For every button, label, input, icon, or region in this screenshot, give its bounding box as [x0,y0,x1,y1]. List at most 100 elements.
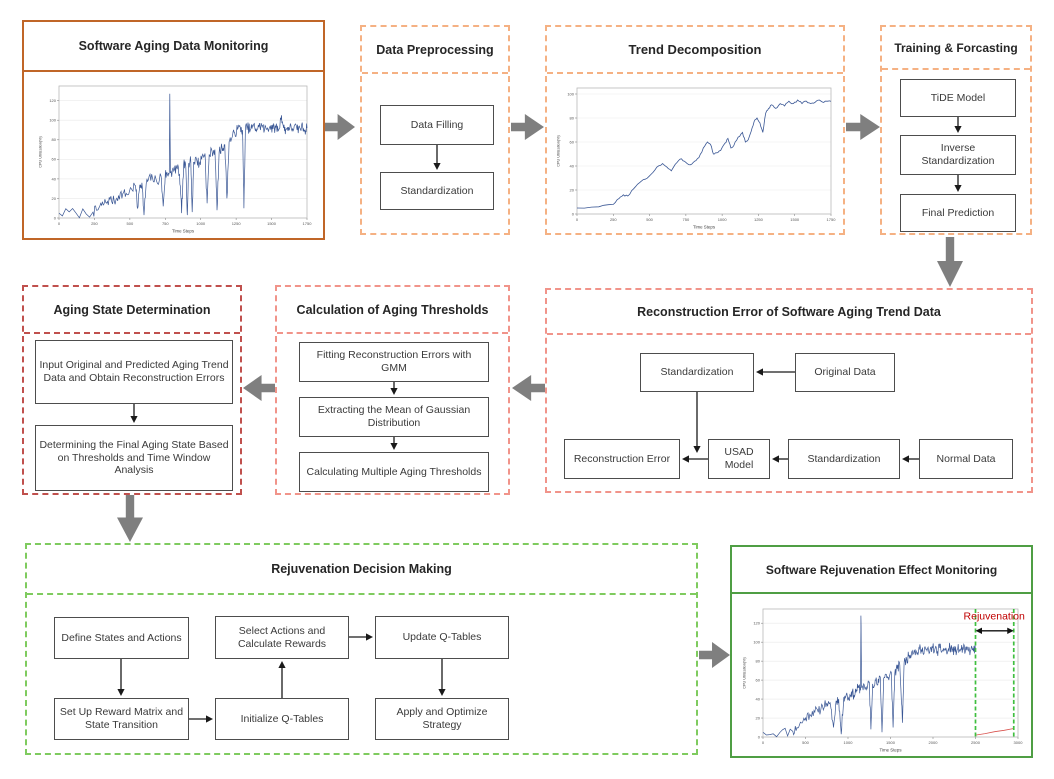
panel-data-preprocessing: Data Preprocessing Data Filling Standard… [360,25,510,235]
node-final-prediction: Final Prediction [900,194,1016,232]
panel-calculation-aging-thresholds: Calculation of Aging Thresholds Fitting … [275,285,510,495]
node-usad-model: USAD Model [708,439,770,479]
svg-text:Time Steps: Time Steps [172,229,195,234]
svg-text:1750: 1750 [303,221,313,226]
node-apply-optimize-strategy: Apply and Optimize Strategy [375,698,509,740]
node-setup-reward-matrix: Set Up Reward Matrix and State Transitio… [54,698,189,740]
svg-text:500: 500 [646,217,653,222]
svg-text:120: 120 [49,98,56,103]
svg-text:40: 40 [756,696,761,701]
panel-title: Rejuvenation Decision Making [27,545,696,595]
panel-title: Reconstruction Error of Software Aging T… [547,290,1031,335]
svg-text:3000: 3000 [1014,740,1024,745]
svg-text:Time Steps: Time Steps [693,225,716,230]
panel-rejuvenation-effect-monitoring: Software Rejuvenation Effect Monitoring … [730,545,1033,758]
panel-title: Software Aging Data Monitoring [24,22,323,72]
panel-title: Aging State Determination [24,287,240,334]
svg-text:1500: 1500 [267,221,277,226]
svg-text:80: 80 [570,115,575,120]
svg-text:0: 0 [54,215,57,220]
svg-text:0: 0 [576,217,579,222]
svg-text:60: 60 [756,678,761,683]
svg-text:120: 120 [753,621,760,626]
node-calculating-thresholds: Calculating Multiple Aging Thresholds [299,452,489,492]
svg-text:2500: 2500 [971,740,981,745]
svg-text:Time Steps: Time Steps [879,748,902,753]
svg-text:100: 100 [753,640,760,645]
svg-text:CPU Utilization(%): CPU Utilization(%) [39,136,43,168]
svg-text:CPU Utilization(%): CPU Utilization(%) [557,135,561,167]
svg-text:1500: 1500 [886,740,896,745]
svg-text:1000: 1000 [718,217,728,222]
svg-text:250: 250 [610,217,617,222]
svg-text:250: 250 [91,221,98,226]
svg-text:0: 0 [762,740,765,745]
flow-arrow-trend-to-training [846,113,880,141]
svg-text:750: 750 [683,217,690,222]
svg-text:1500: 1500 [790,217,800,222]
panel-software-aging-data-monitoring: Software Aging Data Monitoring 0 20 40 60 80… [22,20,325,240]
svg-text:1000: 1000 [196,221,206,226]
node-inverse-standardization: Inverse Standardization [900,135,1016,175]
svg-text:1250: 1250 [754,217,764,222]
svg-text:20: 20 [756,715,761,720]
node-select-actions-rewards: Select Actions and Calculate Rewards [215,616,349,659]
svg-text:CPU Utilization(%): CPU Utilization(%) [743,657,747,689]
flow-arrow-reconstruction-to-thresholds [512,374,545,402]
panel-title: Calculation of Aging Thresholds [277,287,508,334]
svg-text:2000: 2000 [929,740,939,745]
svg-text:40: 40 [570,163,575,168]
cpu-monitoring-chart: 0 20 40 60 80 100 120 0 250 500 750 1000 1250 1500 175… [36,79,314,235]
node-original-data: Original Data [795,353,895,392]
svg-text:80: 80 [756,659,761,664]
node-determining-final-state: Determining the Final Aging State Based … [35,425,233,491]
svg-text:1750: 1750 [827,217,837,222]
svg-text:60: 60 [570,139,575,144]
node-tide-model: TiDE Model [900,79,1016,117]
panel-title: Software Rejuvenation Effect Monitoring [732,547,1031,594]
svg-text:60: 60 [52,157,57,162]
flow-arrow-training-to-reconstruction [936,237,964,287]
panel-title: Data Preprocessing [362,27,508,74]
node-fitting-gmm: Fitting Reconstruction Errors with GMM [299,342,489,382]
node-data-filling: Data Filling [380,105,494,145]
node-standardization-bottom: Standardization [788,439,900,479]
node-initialize-q-tables: Initialize Q-Tables [215,698,349,740]
svg-text:0: 0 [58,221,61,226]
panel-title: Trend Decomposition [547,27,843,74]
svg-text:750: 750 [162,221,169,226]
flow-arrow-aging-state-to-decision [116,495,144,542]
node-reconstruction-error: Reconstruction Error [564,439,680,479]
panel-reconstruction-error: Reconstruction Error of Software Aging T… [545,288,1033,493]
panel-aging-state-determination: Aging State Determination Input Original… [22,285,242,495]
flow-arrow-decision-to-effect [699,641,730,669]
svg-text:500: 500 [127,221,134,226]
node-input-reconstruction-errors: Input Original and Predicted Aging Trend… [35,340,233,404]
panel-rejuvenation-decision-making: Rejuvenation Decision Making Define Stat… [25,543,698,755]
node-define-states-actions: Define States and Actions [54,617,189,659]
flow-arrow-preprocessing-to-trend [511,113,544,141]
node-extracting-mean: Extracting the Mean of Gaussian Distribu… [299,397,489,437]
panel-title: Training & Forcasting [882,27,1030,70]
node-normal-data: Normal Data [919,439,1013,479]
svg-text:Rejuvenation: Rejuvenation [964,610,1025,622]
svg-text:20: 20 [570,187,575,192]
node-standardization-top: Standardization [640,353,754,392]
svg-text:1250: 1250 [232,221,242,226]
svg-text:100: 100 [49,118,56,123]
node-standardization: Standardization [380,172,494,210]
flow-arrow-thresholds-to-aging-state [243,374,275,402]
svg-text:100: 100 [567,91,574,96]
svg-text:80: 80 [52,137,57,142]
svg-text:20: 20 [52,196,57,201]
svg-text:0: 0 [758,734,761,739]
panel-training-forecasting: Training & Forcasting TiDE Model Inverse… [880,25,1032,235]
flow-arrow-monitoring-to-preprocessing [325,113,355,141]
node-update-q-tables: Update Q-Tables [375,616,509,659]
svg-text:500: 500 [802,740,809,745]
svg-text:40: 40 [52,176,57,181]
